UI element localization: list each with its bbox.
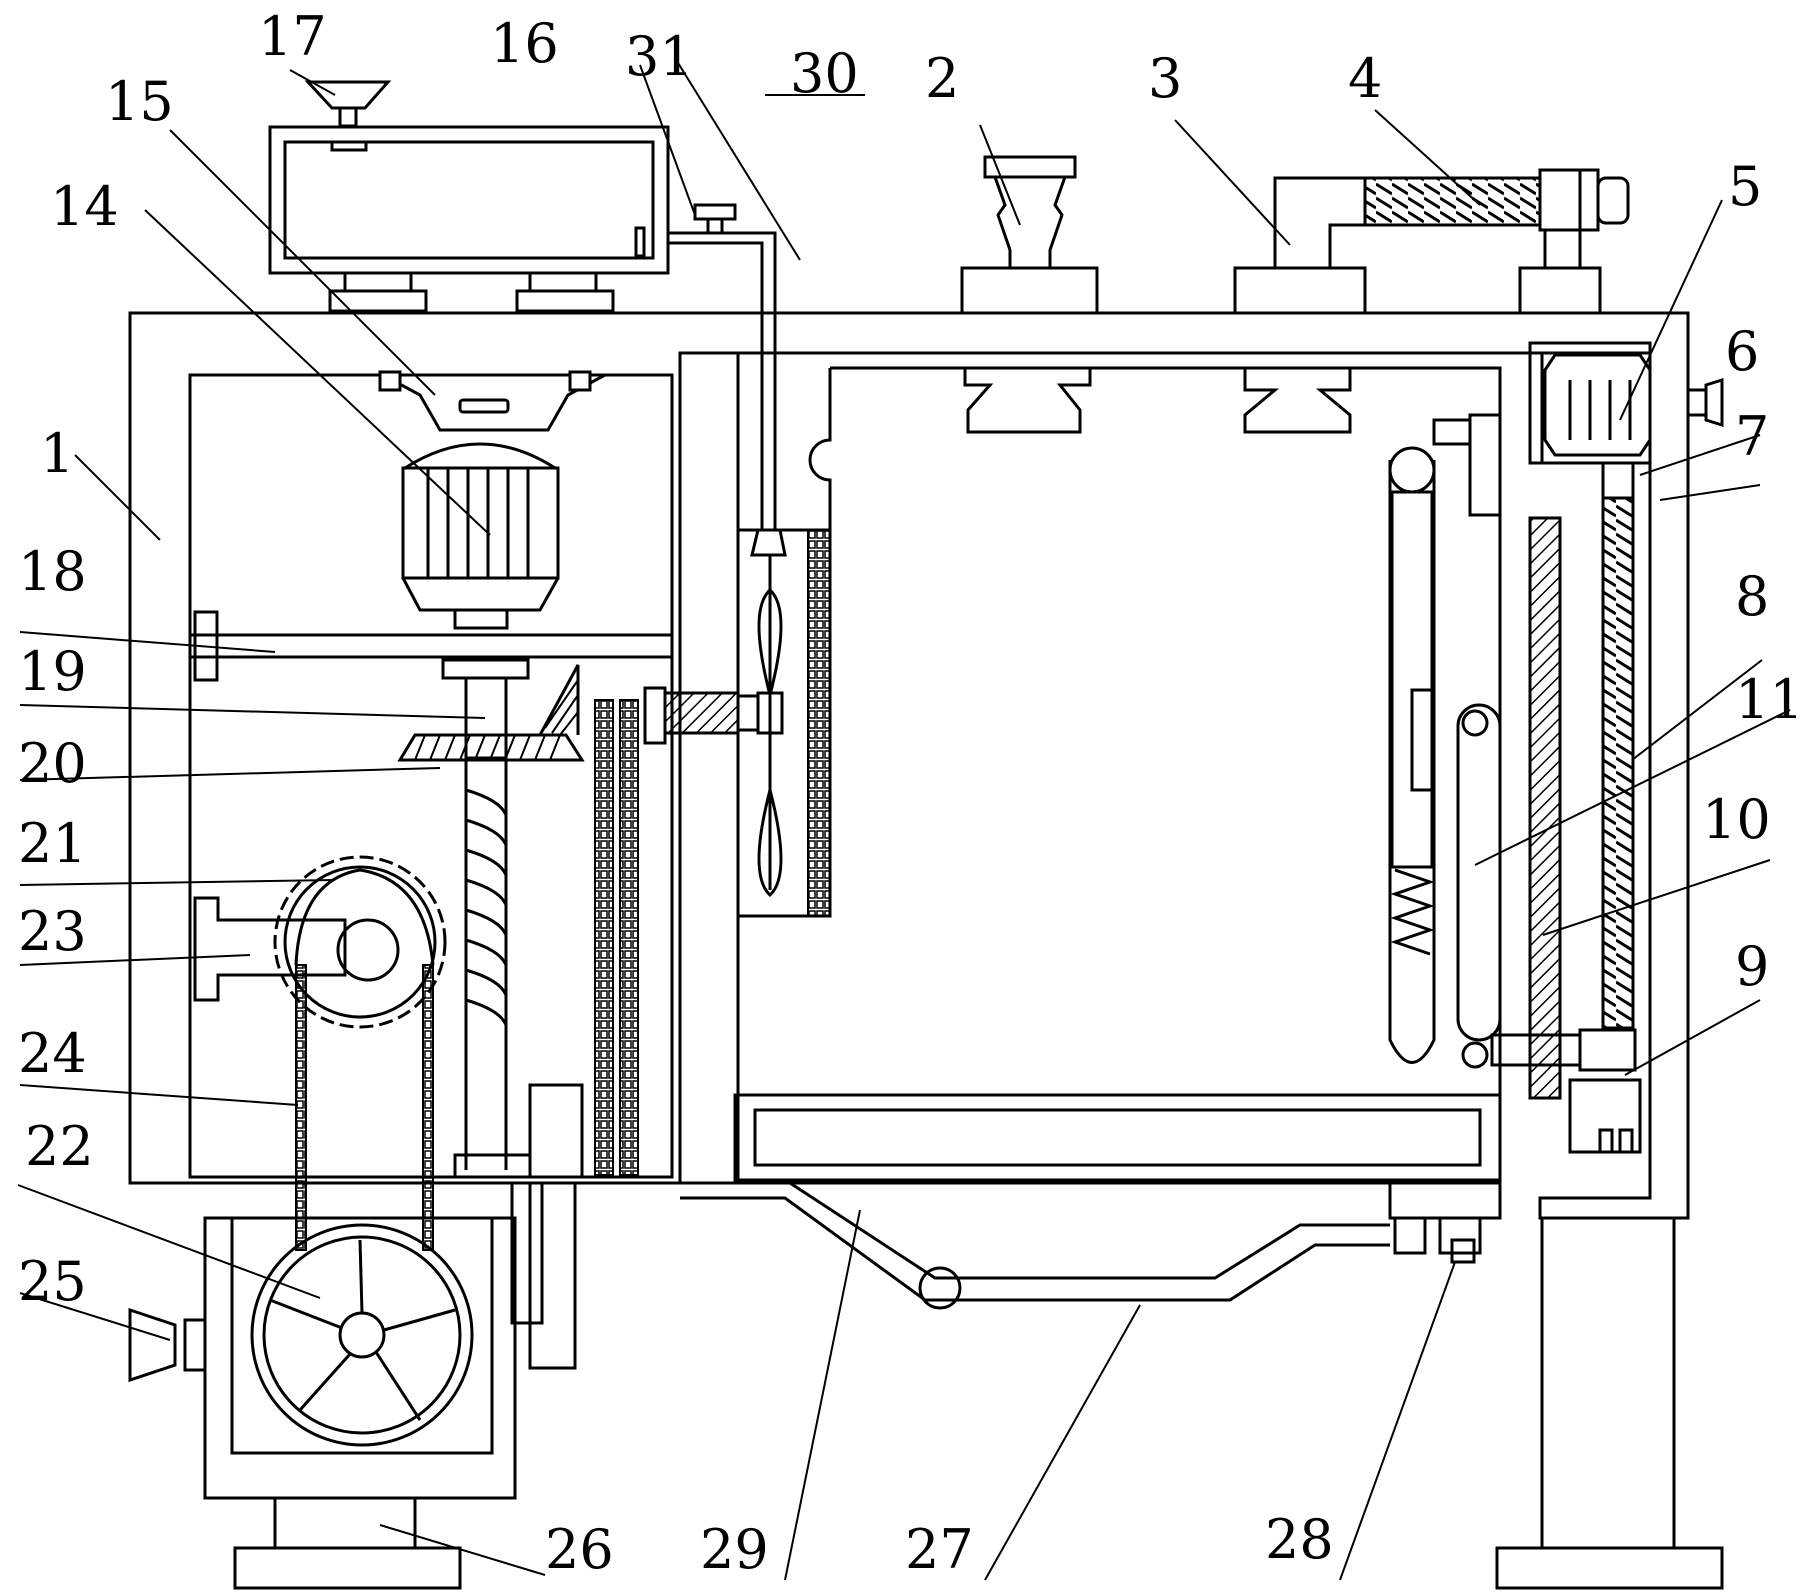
knob-6 [1686,377,1724,428]
water-tank [268,125,670,313]
labels: 1 2 3 4 5 6 7 8 9 10 11 14 15 16 17 18 1… [18,5,1804,1581]
label-29: 29 [700,1518,769,1581]
label-2: 2 [925,47,959,110]
label-31: 31 [625,25,694,88]
label-24: 24 [18,1022,87,1085]
arm-11 [1410,688,1502,1069]
drain-pipe-27 [680,1181,1482,1310]
left-leg [233,1496,462,1590]
label-5: 5 [1728,155,1762,218]
fan-assembly [736,528,832,918]
label-28: 28 [1265,1508,1334,1571]
cylinder-assembly [1388,413,1502,1064]
label-14: 14 [50,175,119,238]
right-leg [1495,1216,1724,1590]
label-25: 25 [18,1250,87,1313]
label-4: 4 [1348,47,1382,110]
fan-housing-22 [128,1181,577,1500]
label-7: 7 [1735,405,1769,468]
label-18: 18 [18,540,87,603]
motor-14 [378,370,606,630]
top-mount-2 [960,155,1099,434]
label-10: 10 [1702,788,1771,851]
machine-frame [128,311,1690,1220]
label-19: 19 [18,640,87,703]
label-22: 22 [25,1115,94,1178]
bracket-23 [193,896,347,1002]
guide-rail-10 [1490,516,1582,1100]
label-6: 6 [1725,320,1759,383]
belt-24 [294,868,435,1251]
label-11: 11 [1735,668,1804,731]
shaft-19 [397,658,585,1179]
gear-21 [273,855,447,1029]
roller-conveyor-29 [733,1093,1502,1182]
label-17: 17 [258,5,327,68]
lift-screw-8 [1528,341,1652,1154]
filling-funnel [304,80,392,152]
label-9: 9 [1735,935,1769,998]
leader-lines [17,57,1791,1581]
label-20: 20 [18,732,87,795]
label-21: 21 [18,812,87,875]
label-3: 3 [1148,47,1182,110]
label-26: 26 [545,1518,614,1581]
screw-adjuster-3-4 [1233,168,1630,434]
label-15: 15 [105,70,174,133]
label-23: 23 [18,900,87,963]
water-pipe [668,203,787,557]
label-1: 1 [40,422,74,485]
label-16: 16 [490,12,559,75]
label-30: 30 [790,42,859,105]
partition-18 [188,610,674,682]
label-27: 27 [905,1518,974,1581]
label-8: 8 [1735,565,1769,628]
